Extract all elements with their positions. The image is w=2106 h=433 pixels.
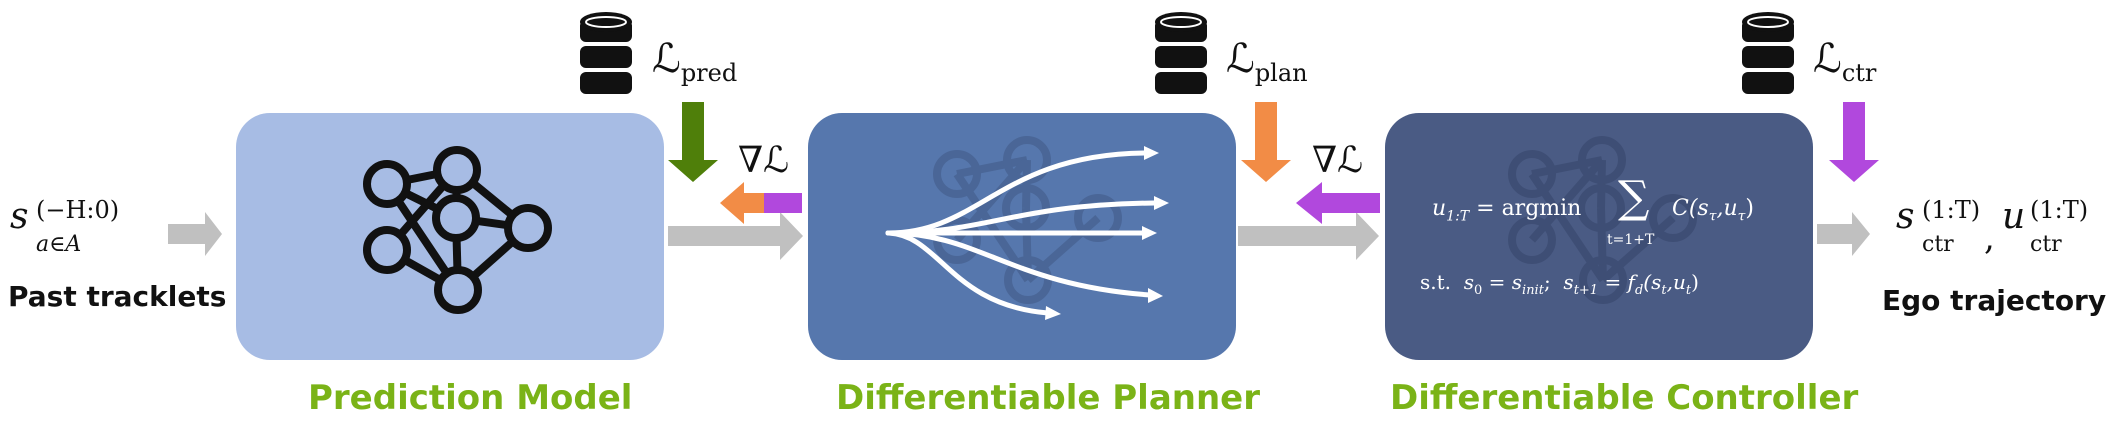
differentiable-controller-box <box>1385 113 1813 360</box>
database-icon <box>1155 12 1207 94</box>
flow-arrow-output <box>1817 212 1870 256</box>
output-control-superscript: (1:T) <box>2030 196 2089 224</box>
output-state-subscript: ctr <box>1922 232 1954 257</box>
differentiable-planner-box <box>808 113 1236 360</box>
input-state-subscript: a∈A <box>36 232 82 257</box>
output-state-superscript: (1:T) <box>1922 196 1981 224</box>
loss-ctr-label: ℒctr <box>1813 36 1877 87</box>
output-control-subscript: ctr <box>2030 232 2062 257</box>
controller-watermark-network-icon <box>1508 136 1697 304</box>
prediction-model-caption: Prediction Model <box>308 378 633 418</box>
gradient-arrow-plan <box>1296 182 1380 224</box>
controller-formula-line2: s.t. s0 = sinit; st+1 = fd(st,ut) <box>1420 270 1699 298</box>
loss-plan-label: ℒplan <box>1226 36 1308 87</box>
loss-plan-arrow <box>1241 102 1291 182</box>
controller-formula-sum-lower: t=1+T <box>1607 232 1655 248</box>
differentiable-controller-caption: Differentiable Controller <box>1390 378 1859 418</box>
gradient-pred-label: ∇ℒ <box>738 140 790 181</box>
output-separator: , <box>1984 218 1995 258</box>
input-state-superscript: (−H:0) <box>36 196 120 224</box>
flow-arrow-pred-to-plan <box>668 212 803 260</box>
flow-arrow-input <box>168 212 222 256</box>
database-icon <box>580 12 632 94</box>
input-label: Past tracklets <box>8 280 227 313</box>
neural-network-icon <box>363 146 552 314</box>
gradient-plan-label: ∇ℒ <box>1312 140 1364 181</box>
trajectory-fan-icon <box>885 146 1169 320</box>
output-label: Ego trajectory <box>1882 284 2106 317</box>
controller-formula-cost: C(sτ,uτ) <box>1672 196 1754 225</box>
loss-pred-label: ℒpred <box>652 36 738 87</box>
loss-pred-arrow <box>668 102 718 182</box>
output-control: u <box>2002 196 2026 237</box>
flow-arrow-plan-to-ctr <box>1238 212 1379 260</box>
controller-formula-sum: ∑ <box>1618 172 1650 223</box>
output-state: s <box>1896 196 1915 237</box>
gradient-arrow-pred <box>720 182 802 224</box>
controller-formula-line1: u1:T = argmin <box>1432 196 1582 225</box>
differentiable-planner-caption: Differentiable Planner <box>836 378 1261 418</box>
input-state-symbol: s <box>10 196 29 237</box>
loss-ctr-arrow <box>1829 102 1879 182</box>
database-icon <box>1742 12 1794 94</box>
